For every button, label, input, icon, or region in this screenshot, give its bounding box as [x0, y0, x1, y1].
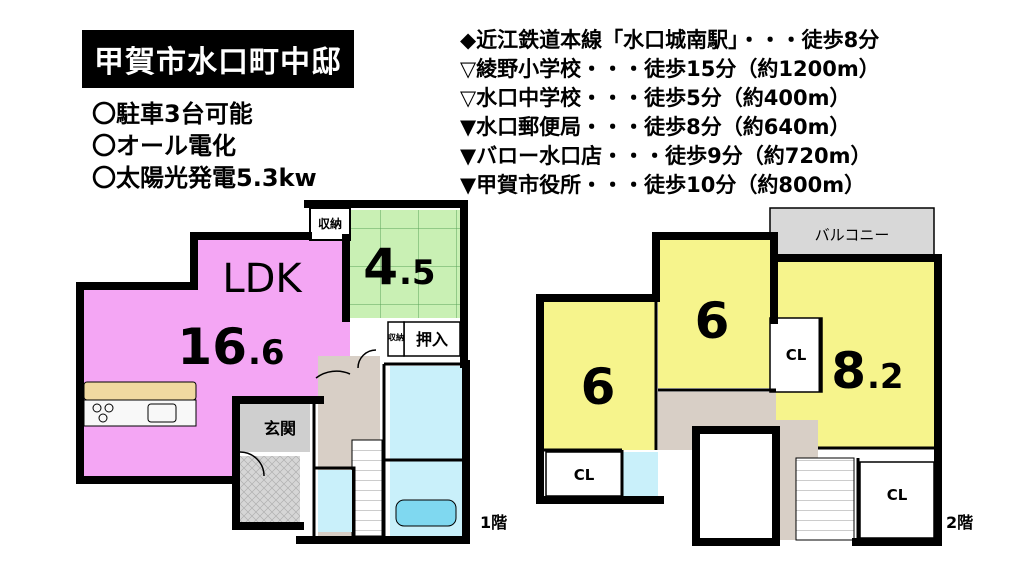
closet-left-label: CL: [574, 466, 595, 484]
storage-label: 収納: [318, 216, 342, 231]
floor2-label: 2階: [946, 513, 973, 532]
access-list: ◆近江鉄道本線「水口城南駅」・・・徒歩8分 ▽綾野小学校・・・徒歩15分（約12…: [460, 26, 1020, 200]
ldk-size-dec: .6: [248, 333, 285, 373]
bathtub-icon: [395, 499, 457, 527]
access-city-hall: ▼甲賀市役所・・・徒歩10分（約800m）: [460, 173, 866, 197]
access-station: ◆近江鉄道本線「水口城南駅」・・・徒歩8分: [460, 28, 880, 52]
feature-parking: 〇駐車3台可能: [92, 100, 253, 128]
access-supermarket: ▼バロー水口店・・・徒歩9分（約720m）: [460, 144, 872, 168]
genkan-area: [240, 404, 310, 452]
storage-small-label: 収納: [388, 332, 404, 342]
bedroom-mid: [658, 240, 770, 388]
stairs-2f: [795, 457, 855, 541]
bedroom-left-size: 6: [581, 358, 616, 416]
oshiire-area: [403, 321, 461, 357]
access-post-office: ▼水口郵便局・・・徒歩8分（約640m）: [460, 115, 851, 139]
bedroom-right-size-dec: .2: [867, 357, 904, 397]
feature-solar: 〇太陽光発電5.3kw: [92, 164, 317, 192]
walls-2f: [536, 232, 942, 546]
closet-right-label: CL: [887, 486, 908, 504]
washroom-area: [390, 366, 462, 460]
storage-small: [387, 321, 405, 357]
oshiire-label: 押入: [416, 330, 448, 349]
stove-burner-icon: [104, 403, 114, 413]
closet-mid: [769, 317, 823, 393]
bedroom-mid-size: 6: [695, 292, 730, 350]
floor-2: 6 6 8 .2 バルコニー CL CL CL 2階: [536, 207, 973, 546]
washitsu-size-int: 4: [363, 238, 398, 296]
stairs-1f: [351, 439, 383, 537]
bedroom-left: [544, 302, 656, 450]
closet-right: [859, 461, 935, 539]
genkan-label: 玄関: [264, 419, 296, 438]
floor-1: LDK 16 .6 4 .5 収納 押入 収納 玄関 1階: [76, 200, 507, 544]
kitchen-sink: [83, 399, 197, 427]
washitsu-area: [350, 210, 460, 318]
access-junior-high: ▽水口中学校・・・徒歩5分（約400m）: [460, 86, 851, 110]
ldk-name: LDK: [222, 256, 303, 302]
stove-burner-icon: [92, 403, 102, 413]
void-2f: [700, 432, 774, 538]
walls-1f: [76, 200, 470, 544]
sink-basin-icon: [147, 403, 177, 423]
genkan-tile: [236, 456, 300, 524]
ldk-size-int: 16: [177, 318, 247, 376]
washitsu-size-dec: .5: [399, 253, 436, 293]
bedroom-right-size-int: 8: [831, 342, 866, 400]
closet-mid-label: CL: [786, 346, 807, 364]
stove-burner-icon: [98, 413, 108, 423]
toilet-area: [318, 470, 352, 532]
feature-all-electric: 〇オール電化: [92, 132, 236, 160]
page-title: 甲賀市水口町中邸: [82, 30, 354, 88]
balcony-area: [769, 207, 935, 261]
features-list: 〇駐車3台可能 〇オール電化 〇太陽光発電5.3kw: [92, 98, 364, 194]
access-elementary: ▽綾野小学校・・・徒歩15分（約1200m）: [460, 57, 880, 81]
kitchen-counter: [83, 381, 197, 401]
floor1-label: 1階: [480, 513, 507, 532]
toilet-2f: [622, 452, 658, 496]
closet-left: [545, 451, 623, 497]
balcony-label: バルコニー: [815, 226, 890, 244]
